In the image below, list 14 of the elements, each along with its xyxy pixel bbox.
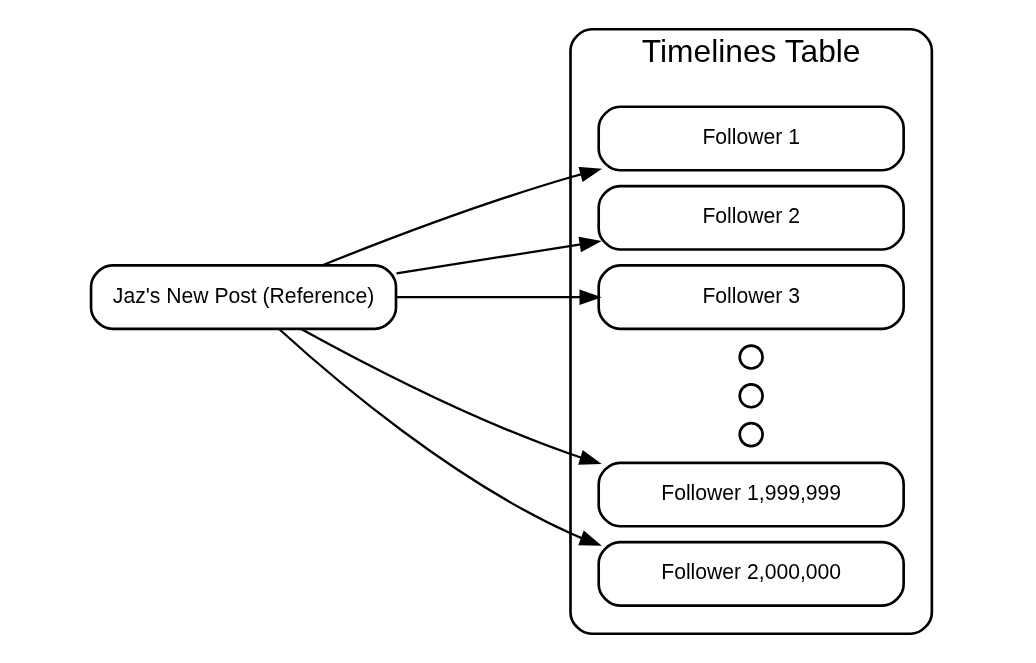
arrow (278, 328, 602, 546)
node-circle (737, 383, 764, 409)
node-box: Follower 1,999,999 (596, 461, 905, 528)
node-box: Follower 2 (596, 184, 905, 251)
arrow (396, 289, 602, 305)
node-box: Jaz's New Post (Reference) (89, 264, 397, 331)
node-circle (737, 344, 764, 370)
node-box: Follower 3 (596, 264, 905, 331)
arrow (300, 327, 602, 465)
arrow (395, 236, 602, 275)
node-box: Follower 2,000,000 (596, 540, 905, 607)
node-box: Follower 1 (596, 105, 905, 172)
node-circle (737, 421, 764, 448)
arrow (321, 166, 602, 267)
